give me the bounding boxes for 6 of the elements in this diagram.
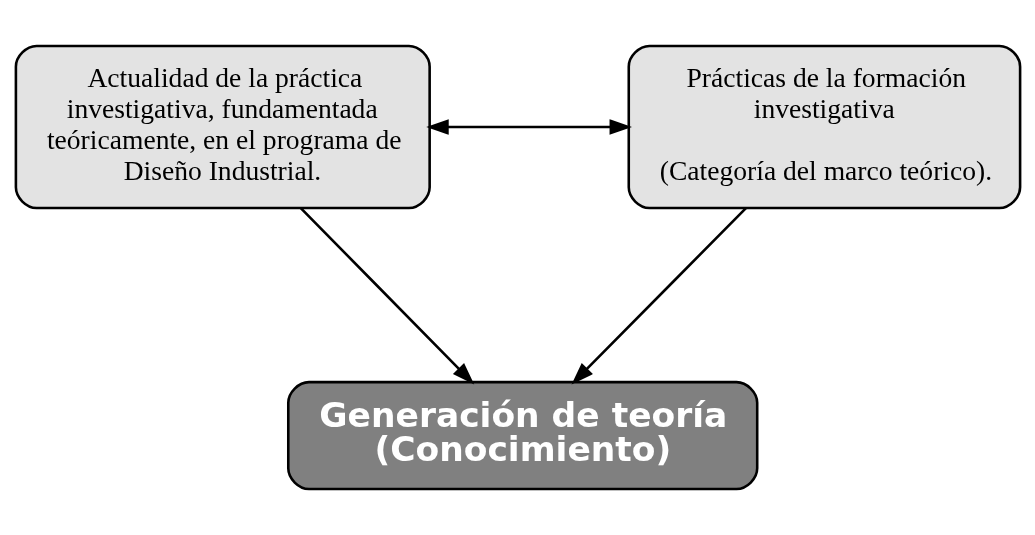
node-box: Generación de teoría (Conocimiento)	[286, 380, 758, 491]
arrow	[299, 207, 474, 385]
node-box: Actualidad de la práctica investigativa, fundamentada teóricamente, en el programa de Diseño Industrial.	[14, 44, 431, 210]
arrow	[425, 119, 632, 135]
arrow	[571, 207, 747, 385]
node-box: Prácticas de la formación investigativa (Categoría del marco teórico).	[626, 44, 1021, 210]
